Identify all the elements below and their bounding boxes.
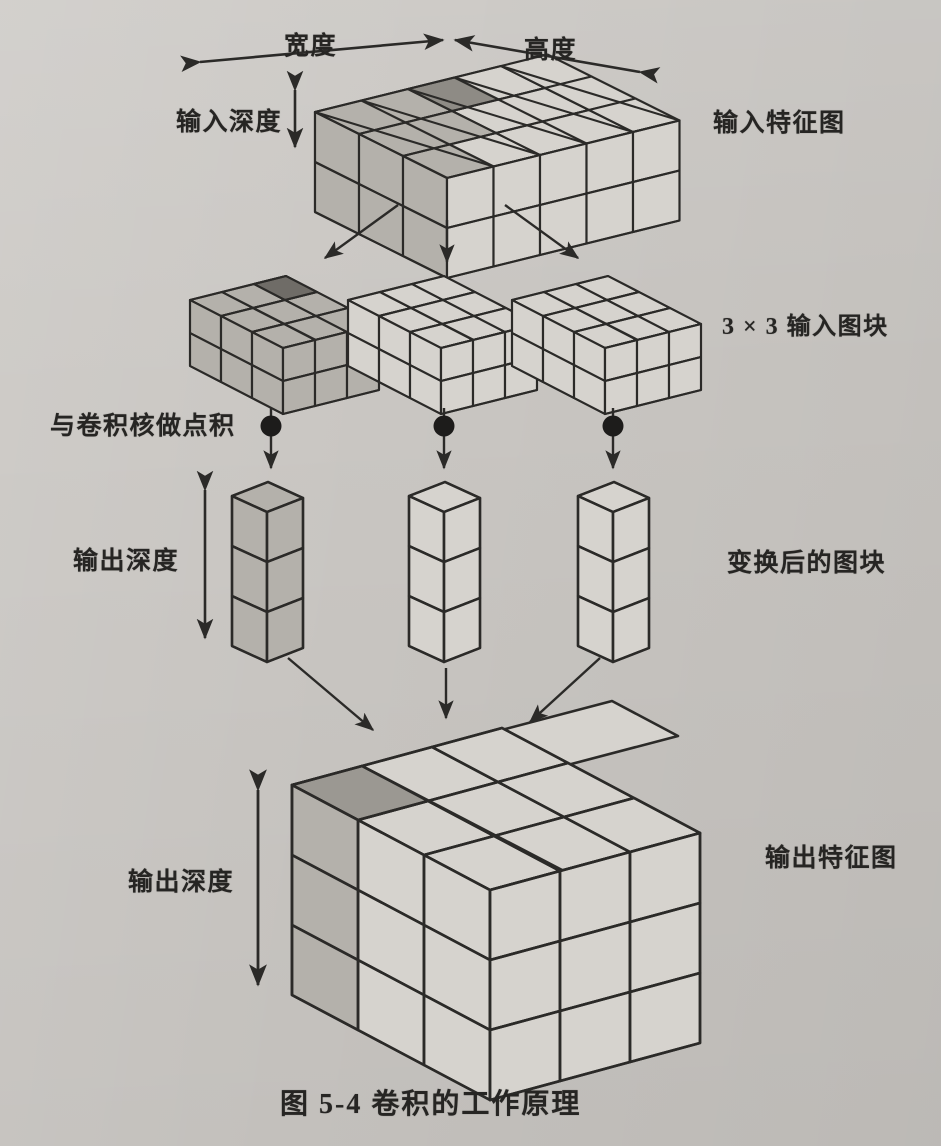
arrows-map-to-patches (323, 204, 580, 264)
dot-product-arrow-1 (260, 408, 282, 470)
dot-product-symbol (260, 415, 282, 437)
width-arrow (180, 33, 445, 73)
label-width: 宽度 (284, 33, 338, 60)
dot-product-symbol (433, 415, 455, 437)
dot-product-symbol (602, 415, 624, 437)
output-feature-map-cube (290, 699, 702, 1102)
input-front-right-face (445, 119, 681, 280)
label-output-depth-mid: 输出深度 (73, 548, 180, 575)
label-height: 高度 (524, 37, 578, 64)
output-front-left-face (290, 783, 492, 1102)
output-shaded-column (290, 783, 360, 1032)
arrows-columns-to-output (287, 657, 601, 731)
input-patch-cube-2 (346, 274, 539, 416)
dot-product-arrow-3 (602, 408, 624, 470)
label-dot-product: 与卷积核做点积 (50, 413, 236, 440)
dot-product-arrow-2 (433, 408, 455, 470)
transformed-patch-column-1 (230, 480, 305, 664)
height-arrow (453, 35, 661, 84)
label-transformed-patches: 变换后的图块 (727, 550, 887, 577)
figure-caption: 图 5-4 卷积的工作原理 (280, 1089, 582, 1120)
dot-product-arrows (260, 408, 624, 470)
label-input-feature-map: 输入特征图 (713, 110, 846, 137)
label-input-depth: 输入深度 (176, 109, 283, 136)
label-output-depth-bottom: 输出深度 (128, 869, 235, 896)
transformed-patch-column-3 (576, 480, 651, 664)
label-input-patches: 3 × 3 输入图块 (722, 314, 889, 340)
input-feature-map-cube (313, 53, 681, 280)
input-patch-cube-3 (510, 274, 703, 416)
output-front-right-face (488, 831, 702, 1102)
transformed-patch-column-2 (407, 480, 482, 664)
label-output-feature-map: 输出特征图 (765, 845, 898, 872)
